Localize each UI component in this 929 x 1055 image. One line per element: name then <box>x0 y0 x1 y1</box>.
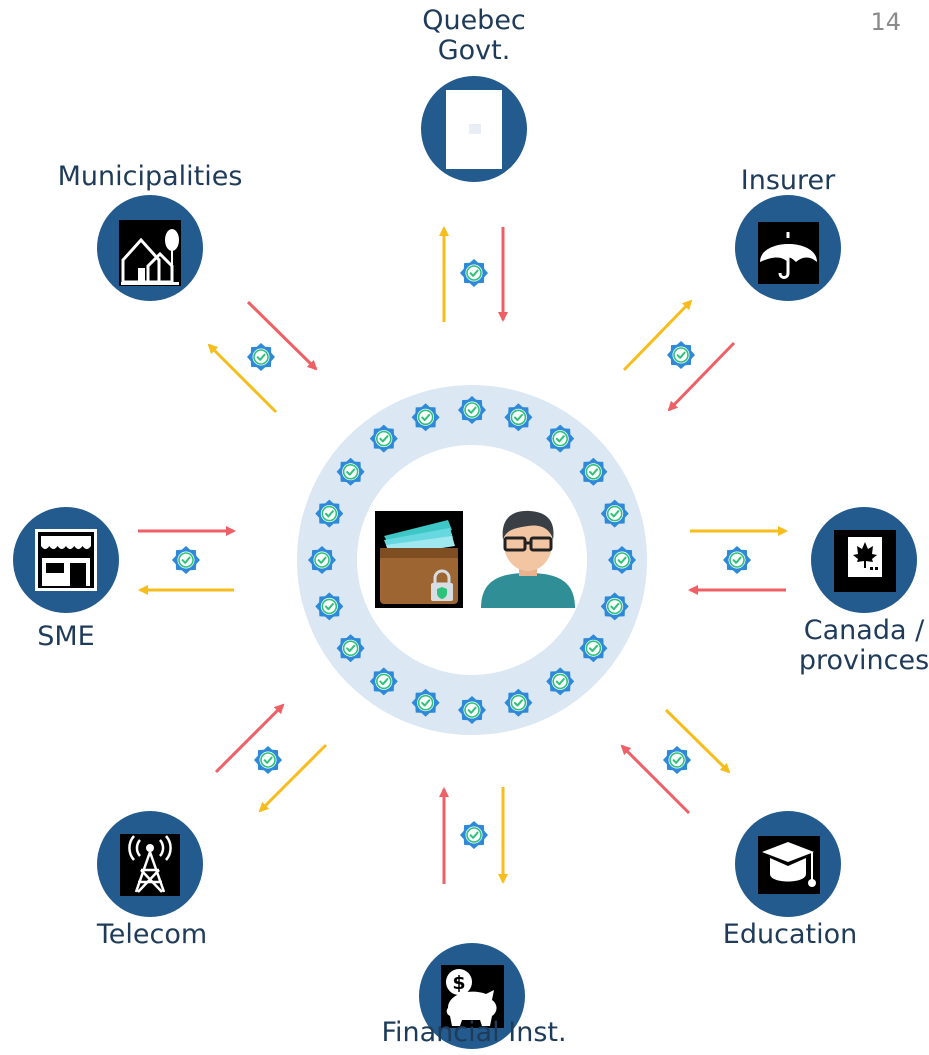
document-icon <box>446 90 502 169</box>
node-financial[interactable]: $ <box>419 943 525 1049</box>
antenna-tower-icon <box>120 834 180 896</box>
node-telecom[interactable] <box>97 811 203 917</box>
verified-badge-icon <box>335 456 366 487</box>
label-insurer: Insurer <box>741 166 835 196</box>
piggy-bank-icon: $ <box>441 965 504 1028</box>
verified-badge-icon <box>335 633 366 664</box>
verified-badge-icon <box>607 545 637 575</box>
label-quebec-line2: Govt. <box>437 34 511 66</box>
verified-badge-icon <box>578 456 609 487</box>
svg-text:$: $ <box>452 972 465 994</box>
page-number: 14 <box>870 8 901 36</box>
node-sme[interactable] <box>13 507 119 613</box>
verified-badge-icon <box>171 545 201 575</box>
verified-badge-icon <box>410 687 441 718</box>
verified-badge-icon <box>307 545 337 575</box>
verified-badge-icon <box>666 340 696 370</box>
arrow-from-telecom <box>214 703 285 774</box>
label-canada-line2: provinces <box>798 644 929 676</box>
verified-badge-icon <box>503 402 534 433</box>
label-sme: SME <box>37 622 95 652</box>
canada-flag-icon <box>834 530 896 592</box>
houses-icon <box>119 220 181 286</box>
verified-badge-icon <box>457 395 487 425</box>
verified-badge-icon <box>314 498 345 529</box>
verified-badge-icon <box>368 666 399 697</box>
verified-badge-icon <box>459 820 489 850</box>
label-financial: Financial Inst. <box>381 1018 566 1048</box>
user-avatar-icon <box>480 510 576 608</box>
label-telecom-line1: Telecom <box>96 919 208 950</box>
verified-badge-icon <box>662 745 692 775</box>
arrow-to-education <box>664 708 731 774</box>
arrow-to-municipalities <box>207 343 278 414</box>
label-quebec: Quebec Govt. <box>422 6 526 65</box>
verified-badge-icon <box>545 666 576 697</box>
label-sme-line1: SME <box>37 621 95 652</box>
verified-badge-icon <box>314 591 345 622</box>
label-education-line1: Education <box>722 919 858 950</box>
verified-badge-icon <box>246 342 276 372</box>
node-municipalities[interactable] <box>97 195 203 301</box>
wallet-lock-icon <box>375 511 463 608</box>
node-education[interactable] <box>735 811 841 917</box>
arrow-from-insurer <box>622 299 693 372</box>
verified-badge-icon <box>253 745 283 775</box>
node-insurer[interactable] <box>735 195 841 301</box>
node-quebec[interactable] <box>421 76 527 182</box>
verified-badge-icon <box>599 498 630 529</box>
verified-badge-icon <box>457 695 487 725</box>
label-education: Education <box>723 920 857 950</box>
label-financial-line1: Financial Inst. <box>381 1017 567 1048</box>
center-circle <box>358 446 586 674</box>
arrow-from-municipalities <box>246 300 318 371</box>
label-telecom: Telecom <box>97 920 207 950</box>
arrow-from-education <box>620 744 691 815</box>
verified-badge-icon <box>410 402 441 433</box>
verified-badge-icon <box>578 633 609 664</box>
label-municipalities-line1: Municipalities <box>57 161 243 192</box>
storefront-icon <box>35 529 97 591</box>
label-canada-line1: Canada / <box>803 615 925 646</box>
verified-badge-icon <box>545 423 576 454</box>
verified-badge-icon <box>503 687 534 718</box>
verified-badge-icon <box>368 423 399 454</box>
node-canada[interactable] <box>811 507 917 613</box>
graduation-cap-icon <box>758 836 820 894</box>
umbrella-icon <box>758 222 819 284</box>
label-municipalities: Municipalities <box>58 162 243 192</box>
verified-badge-icon <box>459 258 489 288</box>
verified-badge-icon <box>599 591 630 622</box>
arrow-to-insurer <box>667 341 736 412</box>
exchange-arrows <box>138 226 788 884</box>
label-insurer-line1: Insurer <box>740 165 836 196</box>
label-quebec-line1: Quebec <box>422 5 526 36</box>
arrow-to-telecom <box>258 743 328 813</box>
label-canada: Canada / provinces <box>799 616 929 675</box>
verified-badge-icon <box>722 545 752 575</box>
